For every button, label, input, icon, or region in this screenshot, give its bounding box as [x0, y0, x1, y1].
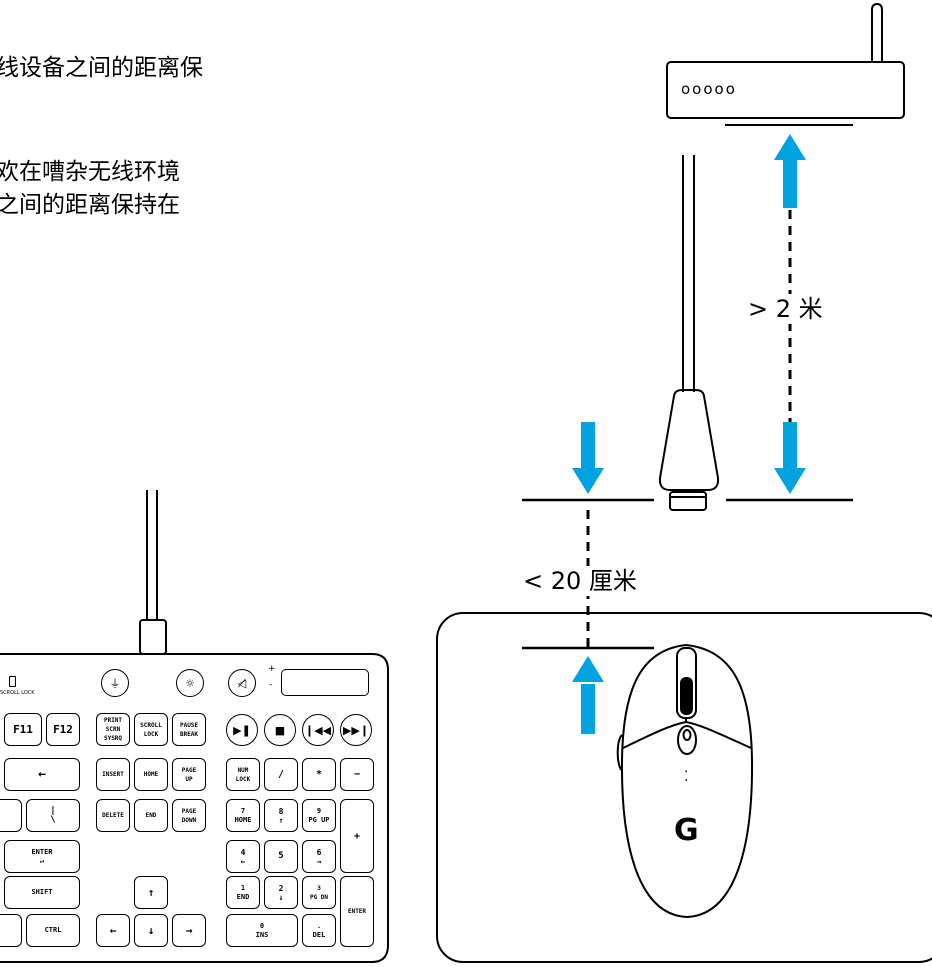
- key-numenter: ENTER: [340, 876, 374, 947]
- key-prtsc: PRINT SCRN SYSRQ: [96, 713, 130, 746]
- router-lights: ooooo: [681, 80, 737, 98]
- key-num9: 9 PG UP: [302, 799, 336, 832]
- instruction-text-line-1: 线设备之间的距离保: [0, 55, 203, 81]
- key-mute: ◁̸: [228, 669, 256, 697]
- dongle-distance-label: < 20 厘米: [523, 566, 637, 596]
- key-minus: −: [340, 758, 374, 791]
- key-plus: +: [340, 799, 374, 873]
- dongle-up-arrow-icon: [572, 656, 604, 734]
- key-pause: PAUSE BREAK: [172, 713, 206, 746]
- key-divide: /: [264, 758, 298, 791]
- router-icon: [666, 2, 905, 126]
- key-arrow-up: ↑: [134, 876, 168, 909]
- logitech-g-logo: G: [674, 813, 699, 848]
- key-num4: 4 ←: [226, 840, 260, 873]
- key-previous: ❙◀◀: [302, 714, 334, 746]
- key-f11: F11: [4, 713, 42, 746]
- key-num6: 6 →: [302, 840, 336, 873]
- key-shift: SHIFT: [4, 876, 80, 909]
- key-brightness: ☼: [176, 669, 204, 697]
- key-play-pause: ▶❚: [226, 714, 258, 746]
- key-arrow-right: →: [172, 914, 206, 947]
- instruction-text-line-2: 欢在嘈杂无线环境: [0, 159, 180, 185]
- key-end: END: [134, 799, 168, 832]
- key-num7: 7 HOME: [226, 799, 260, 832]
- key-backspace: ←: [4, 758, 80, 791]
- mouse-pad: [436, 612, 932, 963]
- dongle-down-arrow-icon: [572, 422, 604, 494]
- key-num1: 1 END: [226, 876, 260, 909]
- volume-plus: +: [268, 664, 276, 674]
- key-next: ▶▶❙: [340, 714, 372, 746]
- key-home: HOME: [134, 758, 168, 791]
- key-num5: 5: [264, 840, 298, 873]
- key-mute-media-round: ⏚: [101, 669, 129, 697]
- key-left-edge-2: [0, 914, 22, 947]
- key-backslash: | \: [26, 799, 80, 832]
- key-num0: 0 INS: [226, 914, 298, 947]
- key-num3: 3 PG DN: [302, 876, 336, 909]
- key-numdot: . DEL: [302, 914, 336, 947]
- volume-display: [281, 669, 369, 696]
- key-delete: DELETE: [96, 799, 130, 832]
- key-ctrl: CTRL: [26, 914, 80, 947]
- key-pagedown: PAGE DOWN: [172, 799, 206, 832]
- key-insert: INSERT: [96, 758, 130, 791]
- key-numlock: NUM LOCK: [226, 758, 260, 791]
- instruction-text-line-3: 之间的距离保持在: [0, 192, 180, 218]
- scroll-lock-label: SCROLL LOCK: [0, 690, 35, 696]
- mouse-icon: [616, 643, 754, 919]
- volume-minus: -: [269, 680, 273, 690]
- key-enter: ENTER ↵: [4, 840, 80, 873]
- key-pageup: PAGE UP: [172, 758, 206, 791]
- router-distance-label: > 2 米: [748, 294, 823, 324]
- key-arrow-left: ←: [96, 914, 130, 947]
- key-num2: 2 ↓: [264, 876, 298, 909]
- key-left-edge-1: [0, 799, 22, 832]
- scroll-lock-led: [9, 676, 16, 687]
- key-arrow-down: ↓: [134, 914, 168, 947]
- key-stop: ■: [264, 714, 296, 746]
- key-scrolllock: SCROLL LOCK: [134, 713, 168, 746]
- mouse-indicator: ⁚: [684, 769, 688, 785]
- key-f12: F12: [46, 713, 80, 746]
- keyboard-body: [0, 490, 389, 963]
- key-multiply: *: [302, 758, 336, 791]
- key-num8: 8 ↑: [264, 799, 298, 832]
- usb-extender-cable: [658, 155, 720, 511]
- router-down-arrow-icon: [774, 422, 806, 494]
- router-up-arrow-icon: [774, 134, 806, 208]
